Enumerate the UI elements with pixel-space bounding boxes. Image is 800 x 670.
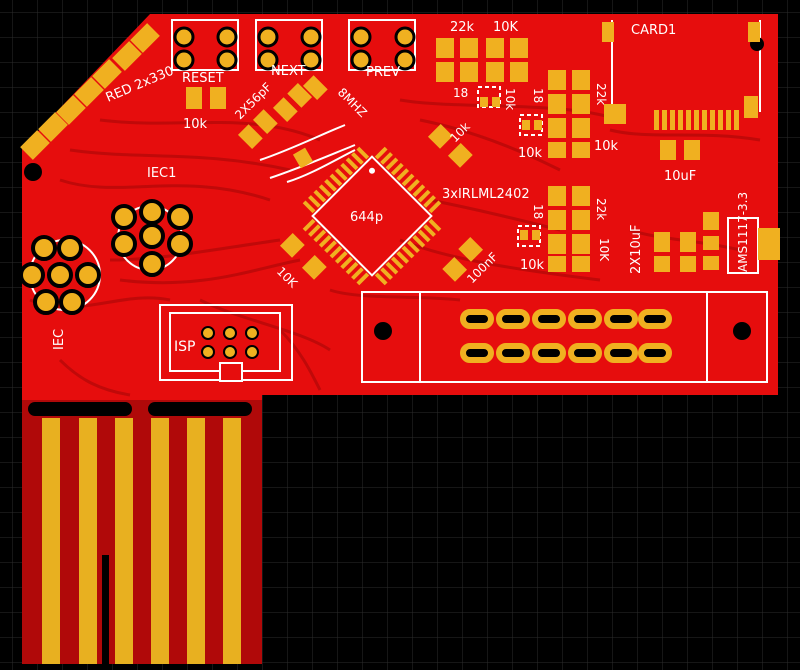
card-pin — [686, 110, 691, 130]
qfp-pin — [407, 178, 420, 192]
qfp-pin — [345, 261, 359, 275]
qfp-pin — [351, 152, 364, 165]
qfp-pin — [308, 224, 321, 237]
qfp-pin — [308, 195, 321, 208]
qfp-pin — [329, 173, 343, 187]
qfp-pin — [351, 267, 364, 280]
card-pin — [678, 110, 683, 130]
copper-traces — [29, 98, 761, 397]
qfp-pin — [412, 184, 426, 198]
qfp-pin — [334, 251, 348, 264]
qfp-pin — [390, 256, 404, 270]
qfp-pin — [390, 162, 404, 176]
qfp-pin — [401, 245, 415, 259]
mcu-qfp-chip — [302, 146, 442, 286]
label-cap-10uf: 10uF — [664, 169, 696, 184]
label-r-10k-low-right: 10K — [597, 238, 611, 262]
qfp-pin — [340, 256, 354, 270]
smd-pads — [186, 22, 780, 282]
qfp-pin — [324, 178, 337, 192]
label-transistor-18-low: 18 — [531, 204, 545, 219]
label-r-10k-mid-vert: 10k — [503, 88, 517, 110]
card-pin — [662, 110, 667, 130]
edge-connector-key — [102, 555, 109, 664]
qfp-pin — [423, 195, 436, 208]
card-pin — [718, 110, 723, 130]
label-isp: ISP — [174, 339, 195, 355]
qfp-pin — [345, 157, 359, 171]
qfp-pin — [334, 168, 348, 181]
qfp-pin — [313, 229, 327, 243]
qfp-pin — [380, 267, 393, 280]
qfp-pin — [380, 152, 393, 165]
edge-connector-gap — [28, 402, 252, 416]
qfp-pin — [302, 200, 316, 214]
card-pin — [670, 110, 675, 130]
qfp-pin — [340, 162, 354, 176]
label-mosfets: 3xIRLML2402 — [442, 187, 530, 202]
label-iec: IEC — [52, 329, 67, 350]
qfp-pin — [407, 240, 420, 254]
label-r-10k-top: 10K — [493, 20, 519, 35]
label-r-10k-mid: 10k — [518, 146, 543, 161]
label-card1: CARD1 — [631, 23, 676, 38]
label-mcu: 644p — [350, 210, 383, 225]
label-next: NEXT — [271, 64, 306, 79]
label-prev: PREV — [366, 65, 400, 80]
connector-oval-pads — [460, 309, 672, 363]
label-r-10k-reset: 10k — [183, 117, 208, 132]
label-transistor-18-mid: 18 — [531, 88, 545, 103]
label-r-22k-right: 22k — [594, 83, 608, 105]
qfp-pin — [428, 218, 442, 232]
card-pin — [702, 110, 707, 130]
isp-header-pins — [201, 326, 259, 359]
qfp-pin — [324, 240, 337, 254]
qfp-pin — [417, 229, 431, 243]
qfp-pin — [423, 224, 436, 237]
qfp-pin — [396, 168, 410, 181]
led-pads — [20, 23, 160, 160]
edge-connector-fingers — [42, 418, 241, 664]
label-r-10k-right: 10k — [594, 139, 619, 154]
card-connector-pins — [654, 110, 739, 130]
qfp-pin — [356, 272, 370, 286]
isp-key-notch — [219, 362, 243, 382]
label-reset: RESET — [182, 71, 224, 86]
qfp-pin — [401, 173, 415, 187]
label-transistor-18-top: 18 — [453, 86, 468, 100]
qfp-pin — [374, 146, 388, 160]
label-r-22k-top: 22k — [450, 20, 475, 35]
edge-connector-body — [22, 400, 262, 664]
qfp-pin — [313, 189, 327, 203]
qfp-pin — [374, 272, 388, 286]
button-pads — [173, 26, 416, 71]
label-iec1: IEC1 — [147, 166, 176, 181]
qfp-pin — [318, 234, 332, 248]
label-r-10k-low: 10k — [520, 258, 545, 273]
label-caps-2x10uf: 2X10uF — [629, 225, 644, 274]
iec-connector-pads — [19, 199, 193, 315]
qfp-pin — [318, 184, 332, 198]
qfp-pin — [428, 200, 442, 214]
card-pin — [710, 110, 715, 130]
qfp-pin — [329, 245, 343, 259]
qfp-pin — [302, 218, 316, 232]
qfp-pin — [356, 146, 370, 160]
qfp-pin — [412, 234, 426, 248]
qfp-pin — [396, 251, 410, 264]
qfp-pin — [385, 157, 399, 171]
qfp-pin — [385, 261, 399, 275]
card-pin — [654, 110, 659, 130]
label-r-22k-low: 22k — [594, 198, 608, 220]
card-pin — [726, 110, 731, 130]
qfp-pin — [417, 189, 431, 203]
card-pin — [734, 110, 739, 130]
label-regulator: AMS1117-3.3 — [736, 192, 750, 272]
card-pin — [694, 110, 699, 130]
